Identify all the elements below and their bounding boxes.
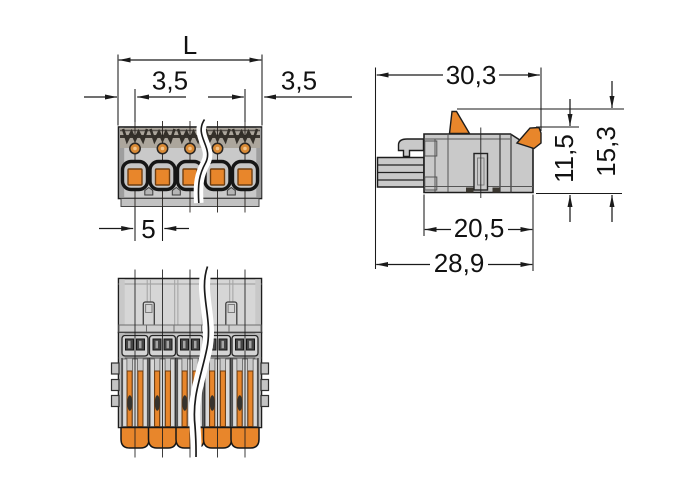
dim-right-margin: 3,5 — [281, 66, 317, 96]
top-view-dimensions: L 3,5 3,5 5 — [84, 30, 352, 244]
front-view-housing — [110, 264, 270, 459]
side-view: 30,3 11,5 15,3 20,5 28,9 — [374, 60, 624, 278]
dim-housing-height: 11,5 — [549, 134, 579, 183]
front-view — [110, 264, 270, 459]
dim-depth-incl-pin: 28,9 — [434, 248, 485, 278]
latch-tab — [515, 126, 542, 150]
dim-overall-height: 15,3 — [591, 126, 621, 177]
dim-left-margin: 3,5 — [152, 66, 188, 96]
latch-lever — [448, 110, 471, 135]
dim-pole-pitch: 5 — [141, 214, 155, 244]
break-line — [188, 264, 214, 458]
side-view-housing — [376, 110, 542, 198]
dim-overall-length: L — [183, 30, 197, 60]
dim-housing-depth: 20,5 — [454, 213, 505, 243]
break-line — [193, 116, 213, 204]
side-view-dimensions: 30,3 11,5 15,3 20,5 28,9 — [374, 60, 624, 278]
top-view-housing — [117, 116, 263, 215]
locking-hook — [397, 138, 425, 158]
top-view: L 3,5 3,5 5 — [84, 30, 352, 244]
dim-overall-depth: 30,3 — [446, 60, 497, 90]
